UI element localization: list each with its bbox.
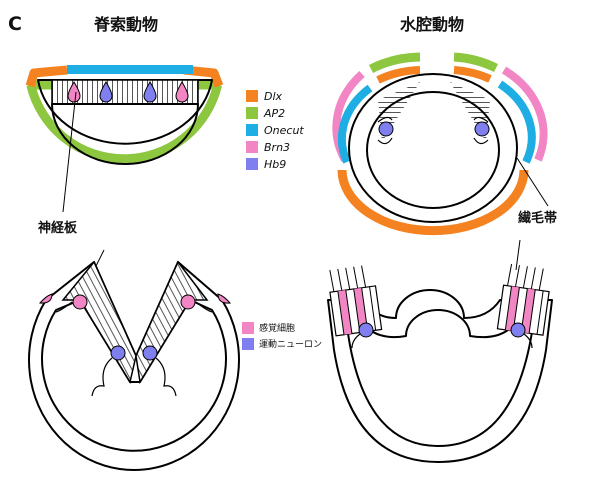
ap2-band-right-b bbox=[453, 52, 499, 73]
onecut-band-left bbox=[67, 65, 193, 74]
brn3-band-right-b bbox=[501, 66, 548, 162]
title-chordate: 脊索動物 bbox=[93, 15, 158, 34]
cilium-left-2 bbox=[337, 268, 343, 291]
cell-legend: 感覚細胞 運動ニューロン bbox=[242, 322, 322, 350]
larva-axon-left bbox=[351, 333, 361, 349]
ciliary-block-left-stripe-b bbox=[353, 287, 368, 333]
cilium-right-2 bbox=[514, 265, 520, 287]
ciliary-right-line-1 bbox=[504, 286, 512, 330]
motor-axon-left bbox=[91, 357, 113, 397]
cilium-left-4 bbox=[353, 266, 359, 289]
neuron-axon-left-a bbox=[377, 116, 393, 123]
hb9-cell-1 bbox=[99, 81, 113, 103]
dlx-band-right-bottom bbox=[337, 169, 529, 236]
larva-section-inner bbox=[345, 309, 535, 447]
cilium-right-5 bbox=[538, 268, 544, 291]
fold-hatch-right bbox=[135, 260, 209, 385]
dlx-band-left-a bbox=[25, 65, 68, 88]
title-hydrozoan: 水腔動物 bbox=[400, 15, 464, 34]
fold-tip-line bbox=[95, 249, 105, 267]
ciliary-right-line-4 bbox=[528, 289, 536, 334]
cilium-right-1 bbox=[507, 263, 513, 286]
legend-swatch-onecut bbox=[246, 124, 258, 136]
hb9-neuron-left bbox=[378, 121, 394, 137]
cilium-left-1 bbox=[329, 269, 335, 292]
larva-inner-body bbox=[366, 91, 500, 209]
legend-label-onecut: Onecut bbox=[264, 124, 304, 137]
neuron-axon-right-b bbox=[473, 137, 489, 145]
cilium-left-5 bbox=[361, 265, 367, 288]
sensory-axon-left bbox=[55, 301, 73, 313]
ciliary-block-right-stripe-b bbox=[521, 288, 536, 334]
legend-swatch-sensory bbox=[242, 322, 254, 334]
chordate-inner-body bbox=[51, 103, 199, 165]
ap2-band-right-a bbox=[368, 52, 421, 74]
onecut-band-right-b bbox=[497, 80, 536, 164]
ciliary-block-right-stripe-a bbox=[505, 286, 520, 331]
motor-neuron-left bbox=[110, 345, 126, 361]
sensory-cell-left bbox=[72, 294, 88, 310]
legend-swatch-motor bbox=[242, 338, 254, 350]
legend-swatch-dlx bbox=[246, 90, 258, 102]
legend-label-ap2: AP2 bbox=[263, 107, 285, 120]
ciliary-right-line-5 bbox=[536, 290, 544, 335]
legend-label-brn3: Brn3 bbox=[264, 141, 290, 154]
legend-label-dlx: Dlx bbox=[264, 90, 283, 103]
ciliary-left-line-3 bbox=[353, 288, 361, 333]
neuron-axon-left-b bbox=[377, 137, 393, 145]
brn3-cell-2 bbox=[175, 81, 189, 103]
ciliary-block-right bbox=[496, 263, 550, 336]
dlx-band-left-b bbox=[183, 65, 224, 88]
legend-label-sensory: 感覚細胞 bbox=[259, 322, 295, 334]
brn3-cell-1 bbox=[67, 81, 81, 103]
larva-axon-right bbox=[523, 333, 533, 349]
legend-swatch-hb9 bbox=[246, 158, 258, 170]
ciliary-block-left-stripe-a bbox=[337, 290, 352, 335]
cilium-left-3 bbox=[345, 267, 351, 290]
brn3-edge-right bbox=[217, 293, 232, 304]
sensory-cell-right bbox=[180, 294, 196, 310]
neuron-axon-right-a bbox=[473, 116, 489, 123]
ciliary-band-pointer bbox=[516, 157, 549, 207]
motor-neuron-right bbox=[142, 345, 158, 361]
brn3-edge-left bbox=[38, 293, 53, 304]
hb9-neuron-right bbox=[474, 121, 490, 137]
gene-legend: Dlx AP2 Onecut Brn3 Hb9 bbox=[246, 90, 304, 171]
cilium-right-3 bbox=[522, 266, 528, 289]
ap2-ring-left bbox=[26, 83, 222, 164]
onecut-band-right-a bbox=[337, 84, 373, 164]
larva-section-outer bbox=[327, 289, 553, 463]
fold-outer-body bbox=[28, 261, 240, 471]
cilium-right-4 bbox=[530, 267, 536, 290]
legend-label-hb9: Hb9 bbox=[264, 158, 286, 171]
label-ciliary-band: 繊毛帯 bbox=[518, 210, 557, 226]
ciliary-block-left bbox=[329, 265, 383, 337]
neural-fold-diagram bbox=[28, 249, 240, 471]
legend-swatch-ap2 bbox=[246, 107, 258, 119]
larva-motor-neuron-right bbox=[510, 322, 526, 338]
fold-inner-body bbox=[41, 299, 227, 452]
ciliary-left-line-2 bbox=[345, 289, 353, 334]
larva-section-diagram bbox=[327, 239, 553, 463]
ciliary-pointer-lower bbox=[515, 239, 521, 271]
fold-hatch-left bbox=[61, 260, 137, 384]
larva-outer-body bbox=[348, 73, 518, 223]
chordate-embryo-diagram: 神経板 bbox=[25, 65, 224, 236]
larva-motor-neuron-left bbox=[358, 322, 374, 338]
ciliary-left-line-5 bbox=[369, 286, 377, 331]
motor-axon-right bbox=[155, 357, 177, 397]
panel-letter: C bbox=[8, 13, 22, 35]
ciliary-left-line-1 bbox=[337, 291, 345, 335]
hb9-cell-2 bbox=[143, 81, 157, 103]
legend-label-motor: 運動ニューロン bbox=[259, 339, 322, 350]
label-neural-plate: 神経板 bbox=[38, 220, 78, 236]
legend-swatch-brn3 bbox=[246, 141, 258, 153]
neural-plate-pointer bbox=[62, 91, 77, 213]
sensory-axon-right bbox=[195, 301, 213, 313]
hydrozoan-larva-diagram: 繊毛帯 bbox=[332, 52, 557, 236]
dlx-band-right-b bbox=[453, 66, 492, 83]
dlx-band-right-a bbox=[376, 66, 421, 84]
